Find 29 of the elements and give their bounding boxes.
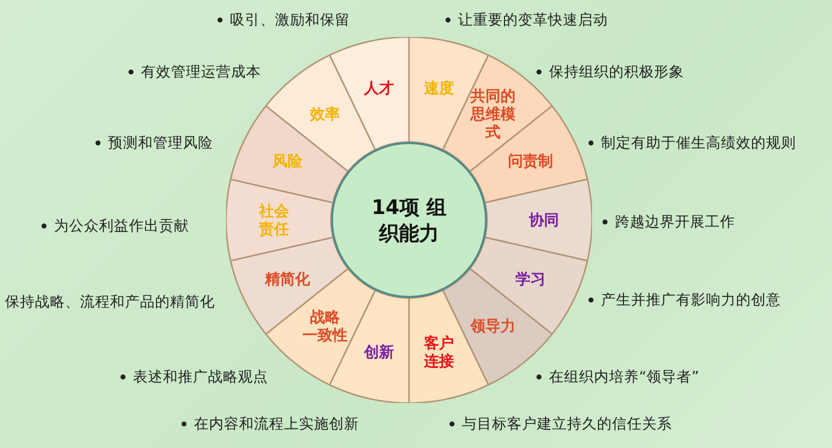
segment-label: 战略一致性 bbox=[302, 308, 348, 344]
segment-label: 人才 bbox=[364, 79, 394, 98]
segment-label: 效率 bbox=[310, 105, 340, 124]
segment-label: 问责制 bbox=[508, 152, 554, 170]
description-text: 在内容和流程上实施创新 bbox=[194, 415, 359, 434]
description-text: 吸引、激励和保留 bbox=[230, 12, 350, 30]
description-text: 制定有助于催生高绩效的规则 bbox=[601, 134, 796, 152]
description-text: 在组织内培养“领导者” bbox=[549, 368, 700, 386]
description-text: 产生并推广有影响力的创意 bbox=[601, 292, 781, 310]
description-text: 为公众利益作出贡献 bbox=[54, 218, 189, 236]
description-text: 与目标客户建立持久的信任关系 bbox=[462, 415, 672, 434]
segment-label: 风险 bbox=[272, 152, 302, 170]
segment-label: 共同的思维模式 bbox=[470, 87, 516, 142]
segment-label: 客户连接 bbox=[424, 334, 454, 370]
center-title: 14项 组织能力 bbox=[370, 194, 448, 246]
segment-label: 社会责任 bbox=[259, 202, 289, 238]
segment-label: 速度 bbox=[424, 79, 454, 98]
segment-label: 精简化 bbox=[264, 270, 310, 288]
description-text: 跨越边界开展工作 bbox=[615, 214, 735, 232]
description-text: 表述和推广战略观点 bbox=[133, 368, 268, 386]
description-text: 预测和管理风险 bbox=[108, 134, 213, 152]
description-text: 有效管理运营成本 bbox=[141, 64, 261, 82]
segment-label: 创新 bbox=[364, 342, 394, 361]
segment-label: 领导力 bbox=[470, 316, 516, 335]
description-text: 让重要的变革快速启动 bbox=[458, 11, 608, 30]
segment-label: 协同 bbox=[529, 211, 559, 229]
segment-label: 学习 bbox=[516, 270, 546, 288]
description-text: 保持组织的积极形象 bbox=[549, 64, 684, 82]
description-text: 保持战略、流程和产品的精简化 bbox=[5, 293, 215, 312]
